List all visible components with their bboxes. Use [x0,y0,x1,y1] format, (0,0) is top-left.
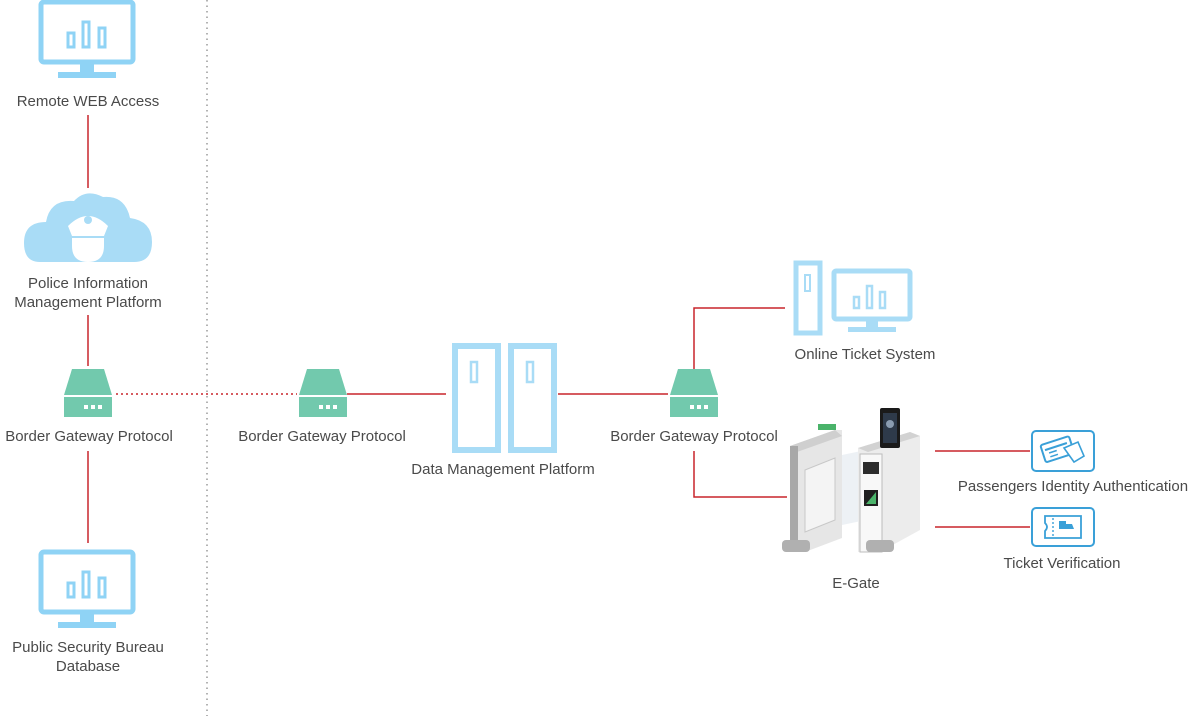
data-platform-label: Data Management Platform [411,461,595,478]
police-cloud-icon [24,193,152,262]
public-security-label: Public Security Bureau Database [12,639,164,675]
computer-tower-icon [793,260,913,336]
online-ticket-label: Online Ticket System [794,346,936,363]
link-bgp-right-to-online-ticket [693,307,785,369]
server-rack-icon [452,343,557,453]
turnstile-gate-icon [782,408,920,553]
gateway-icon [670,369,718,417]
ticket-icon [1031,507,1095,547]
egate-label: E-Gate [832,575,880,592]
link-bgp-right-to-egate [693,451,787,498]
id-card-icon [1031,430,1095,472]
police-platform-label: Police Information Management Platform [14,275,162,311]
bgp-left-label: Border Gateway Protocol [5,428,173,445]
bgp-right-label: Border Gateway Protocol [610,428,778,445]
bgp-middle-label: Border Gateway Protocol [238,428,406,445]
monitor-chart-icon [38,549,136,628]
remote-web-label: Remote WEB Access [16,93,160,110]
gateway-icon [299,369,347,417]
gateway-icon [64,369,112,417]
identity-auth-label: Passengers Identity Authentication [957,478,1189,495]
monitor-chart-icon [38,0,136,78]
ticket-verification-label: Ticket Verification [1003,555,1121,572]
